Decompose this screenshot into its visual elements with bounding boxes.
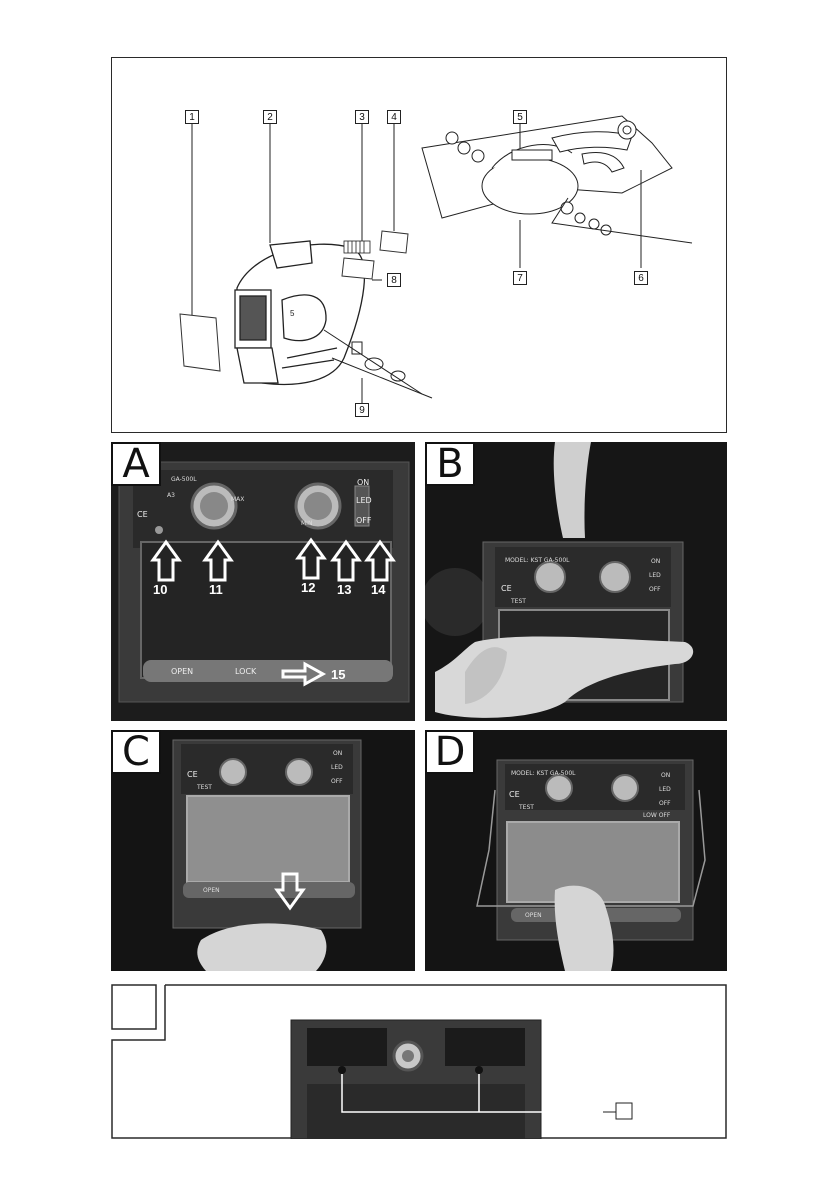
panel-d-low-off: LOW OFF <box>643 812 670 819</box>
panel-d-letter: D <box>425 730 475 774</box>
panel-a-lock: LOCK <box>235 667 256 676</box>
photo-panel-b: B MODEL: KST GA-500L CE TEST ON LED OFF <box>425 442 727 721</box>
panel-a-off: OFF <box>356 516 372 525</box>
panel-a-open: OPEN <box>171 667 193 676</box>
panel-c-test: TEST <box>197 784 212 791</box>
callout-3: 3 <box>355 110 369 124</box>
panel-a-on: ON <box>357 478 369 487</box>
callout-6: 6 <box>634 271 648 285</box>
callout-7: 7 <box>513 271 527 285</box>
panel-a-model: GA-500L <box>171 476 197 483</box>
panel-a-led: LED <box>356 496 372 505</box>
panel-a-number-10: 10 <box>153 582 167 597</box>
panel-a-number-11: 11 <box>209 582 223 597</box>
panel-d-open: OPEN <box>525 912 542 919</box>
panel-d-led: LED <box>659 786 671 793</box>
outer-lens-shape <box>380 231 408 253</box>
inner-lens-shape <box>342 258 374 279</box>
exploded-diagram-frame: 5 <box>111 57 727 433</box>
panel-c-off: OFF <box>331 778 343 785</box>
panel-a-a3: A3 <box>167 492 175 499</box>
panel-b-model: MODEL: KST GA-500L <box>505 557 569 564</box>
panel-b-off: OFF <box>649 586 661 593</box>
headgear-shape <box>422 116 692 243</box>
callout-5: 5 <box>513 110 527 124</box>
panel-a-number-14: 14 <box>371 582 385 597</box>
panel-d-on: ON <box>661 772 670 779</box>
panel-c-letter: C <box>111 730 161 774</box>
panel-c-led: LED <box>331 764 343 771</box>
panel-b-on: ON <box>651 558 660 565</box>
callout-2: 2 <box>263 110 277 124</box>
panel-a-ce: CE <box>137 510 148 519</box>
panel-e-letter <box>113 986 155 1028</box>
panel-b-led: LED <box>649 572 661 579</box>
panel-d-test: TEST <box>519 804 534 811</box>
filter-pane-shape <box>180 314 220 371</box>
panel-a-number-12: 12 <box>301 580 315 595</box>
panel-d-model: MODEL: KST GA-500L <box>511 770 575 777</box>
photo-panel-d: D MODEL: KST GA-500L CE TEST ON LED OFF … <box>425 730 727 971</box>
panel-d-off: OFF <box>659 800 671 807</box>
callout-1: 1 <box>185 110 199 124</box>
helmet-small-number: 5 <box>290 309 295 318</box>
panel-b-test: TEST <box>511 598 526 605</box>
panel-c-on: ON <box>333 750 342 757</box>
exploded-diagram-drawing: 5 <box>112 58 728 434</box>
panel-e-outline <box>111 984 727 1139</box>
photo-panel-a: A GA-500L A3 CE MAX MIN ON LED OFF OPEN … <box>111 442 415 721</box>
panel-a-number-13: 13 <box>337 582 351 597</box>
panel-e-callout <box>617 1104 631 1118</box>
panel-a-max: MAX <box>231 496 244 503</box>
panel-a-letter: A <box>111 442 161 486</box>
panel-a-min: MIN <box>301 520 312 527</box>
sensor-strip-shape <box>344 241 370 253</box>
panel-e-frame <box>111 984 727 1139</box>
panel-c-open: OPEN <box>203 887 220 894</box>
callout-4: 4 <box>387 110 401 124</box>
photo-panel-c: C CE TEST ON LED OFF OPEN <box>111 730 415 971</box>
callout-8: 8 <box>387 273 401 287</box>
panel-c-ce: CE <box>187 770 198 779</box>
panel-d-ce: CE <box>509 790 520 799</box>
callout-9: 9 <box>355 403 369 417</box>
panel-a-number-15: 15 <box>331 667 345 682</box>
panel-b-letter: B <box>425 442 475 486</box>
panel-b-ce: CE <box>501 584 512 593</box>
